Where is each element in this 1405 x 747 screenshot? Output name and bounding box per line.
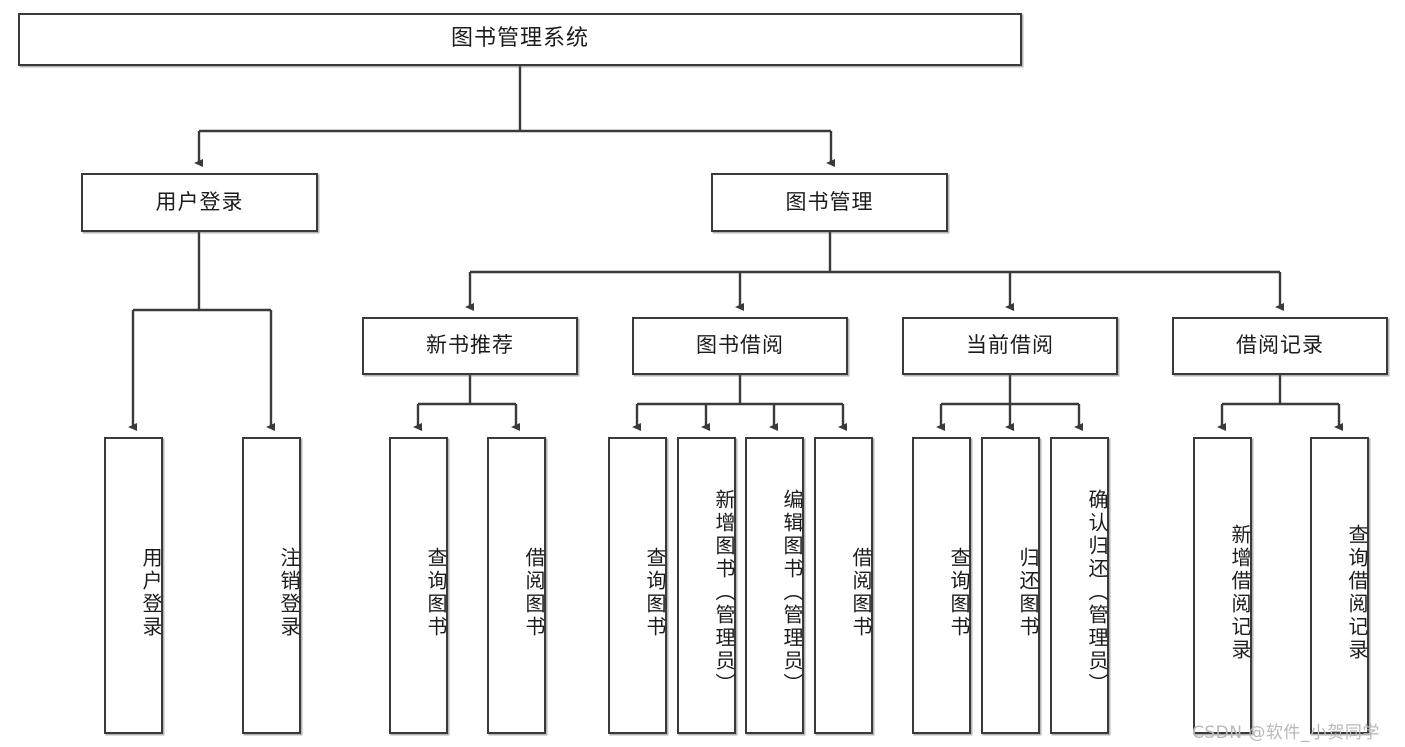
node-label: 借阅记录 xyxy=(1236,333,1324,358)
node-label: 图书管理 xyxy=(785,189,874,214)
leaf-borrow-record-query[interactable]: 查询借阅记录 xyxy=(1310,437,1369,734)
leaf-book-borrow-query[interactable]: 查询图书 xyxy=(608,437,667,734)
node-label: 归还图书 xyxy=(1016,546,1040,639)
node-label: 注销登录 xyxy=(277,546,301,639)
leaf-new-book-borrow[interactable]: 借阅图书 xyxy=(487,437,546,734)
node-label: 图书管理系统 xyxy=(450,26,589,52)
node-label: 查询图书 xyxy=(947,546,971,639)
leaf-book-borrow-edit-admin[interactable]: 编辑图书（管理员） xyxy=(745,437,804,734)
node-label: 图书借阅 xyxy=(696,333,784,358)
node-root-book-management-system[interactable]: 图书管理系统 xyxy=(18,13,1022,66)
node-book-management[interactable]: 图书管理 xyxy=(711,173,948,232)
leaf-current-borrow-confirm-return-admin[interactable]: 确认归还（管理员） xyxy=(1050,437,1109,734)
node-label: 新书推荐 xyxy=(426,333,514,358)
node-label: 确认归还（管理员） xyxy=(1085,489,1109,696)
node-user-login[interactable]: 用户登录 xyxy=(81,173,318,232)
node-label: 查询图书 xyxy=(643,546,667,639)
leaf-user-login-login[interactable]: 用户登录 xyxy=(104,437,163,734)
node-label: 借阅图书 xyxy=(522,546,546,639)
node-label: 编辑图书（管理员） xyxy=(780,489,804,696)
node-borrow-record[interactable]: 借阅记录 xyxy=(1172,317,1388,375)
node-label: 用户登录 xyxy=(139,546,163,639)
node-label: 借阅图书 xyxy=(849,546,873,639)
node-new-book-recommend[interactable]: 新书推荐 xyxy=(362,317,578,375)
node-label: 查询图书 xyxy=(424,546,448,639)
node-book-borrow[interactable]: 图书借阅 xyxy=(632,317,848,375)
leaf-borrow-record-add[interactable]: 新增借阅记录 xyxy=(1193,437,1252,734)
leaf-new-book-query[interactable]: 查询图书 xyxy=(389,437,448,734)
leaf-current-borrow-query[interactable]: 查询图书 xyxy=(912,437,971,734)
node-label: 查询借阅记录 xyxy=(1345,523,1369,662)
node-current-borrow[interactable]: 当前借阅 xyxy=(902,317,1118,375)
node-label: 当前借阅 xyxy=(966,333,1054,358)
leaf-current-borrow-return[interactable]: 归还图书 xyxy=(981,437,1040,734)
leaf-book-borrow-add-admin[interactable]: 新增图书（管理员） xyxy=(677,437,736,734)
csdn-watermark: CSDN @软件_小贺同学 xyxy=(1192,723,1380,743)
node-label: 新增图书（管理员） xyxy=(712,489,736,696)
node-label: 用户登录 xyxy=(155,189,244,214)
leaf-book-borrow-borrow[interactable]: 借阅图书 xyxy=(814,437,873,734)
leaf-user-login-logout[interactable]: 注销登录 xyxy=(242,437,301,734)
node-label: 新增借阅记录 xyxy=(1228,523,1252,662)
